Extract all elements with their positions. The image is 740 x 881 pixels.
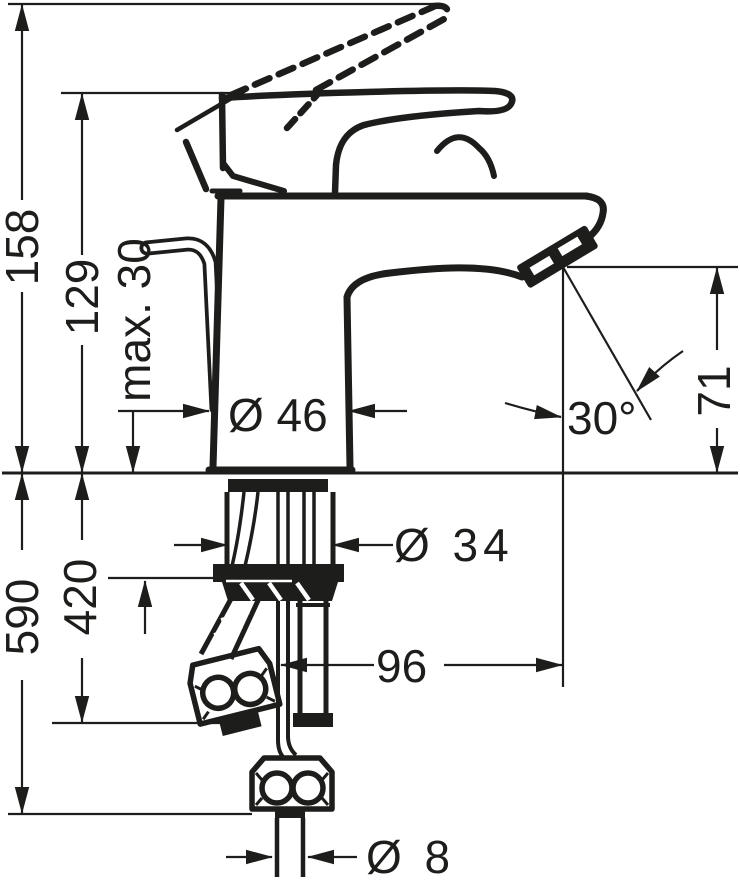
- label-height-total: 158: [0, 209, 48, 286]
- spout-tip: [581, 192, 607, 241]
- reference-lines: [2, 2, 738, 816]
- lever-front-edge: [218, 91, 227, 172]
- connection-tail: [274, 818, 306, 877]
- shank-inner-hoses: [230, 491, 316, 567]
- angle-arc-right: [636, 350, 684, 392]
- shank-outline: [224, 492, 336, 566]
- supply-hose-angled: [187, 592, 283, 736]
- mounting-hardware: [213, 479, 344, 602]
- label-spout-reach: 96: [376, 640, 427, 692]
- dimension-arrows: [14, 4, 725, 865]
- body-fill: [213, 196, 605, 470]
- lever-raised-dashed: [174, 2, 451, 193]
- body-left-edge: [209, 194, 225, 471]
- faucet-outline: [205, 87, 607, 474]
- cartridge-dome: [434, 134, 497, 179]
- supply-hose-straight: [276, 601, 298, 760]
- escutcheon-slope: [220, 160, 287, 194]
- label-height-to-lever: 129: [56, 259, 108, 336]
- base-gasket: [228, 479, 328, 492]
- motion-stroke-thin: [174, 86, 250, 133]
- hose-connector-angled: [187, 645, 283, 736]
- label-body-diameter: Ø 46: [228, 389, 328, 441]
- label-hose-clearance: 420: [54, 559, 106, 636]
- aerator: [517, 225, 598, 288]
- label-outlet-height: 71: [688, 365, 740, 416]
- label-mounting-thickness: max. 30: [108, 238, 160, 402]
- label-supply-pipe-diameter: Ø 8: [366, 831, 455, 881]
- angle-arc-left: [504, 401, 562, 420]
- label-shank-diameter: Ø 34: [394, 519, 514, 571]
- spray-angle-line: [562, 266, 652, 421]
- lever-outline: [218, 87, 516, 197]
- dimension-layer: [2, 2, 738, 865]
- hose-connector-bottom: [249, 755, 335, 877]
- threaded-rod: [293, 601, 333, 727]
- mounting-washer: [213, 564, 344, 582]
- label-spray-angle: 30°: [567, 392, 637, 444]
- popup-rod: [139, 236, 225, 416]
- dimension-labels: 158 129 max. 30 590 420 71 Ø 46 30° Ø 34…: [0, 209, 740, 881]
- motion-stroke-thick: [182, 138, 210, 193]
- spout-underside-and-right-edge: [343, 264, 526, 471]
- label-hose-total-length: 590: [0, 579, 48, 656]
